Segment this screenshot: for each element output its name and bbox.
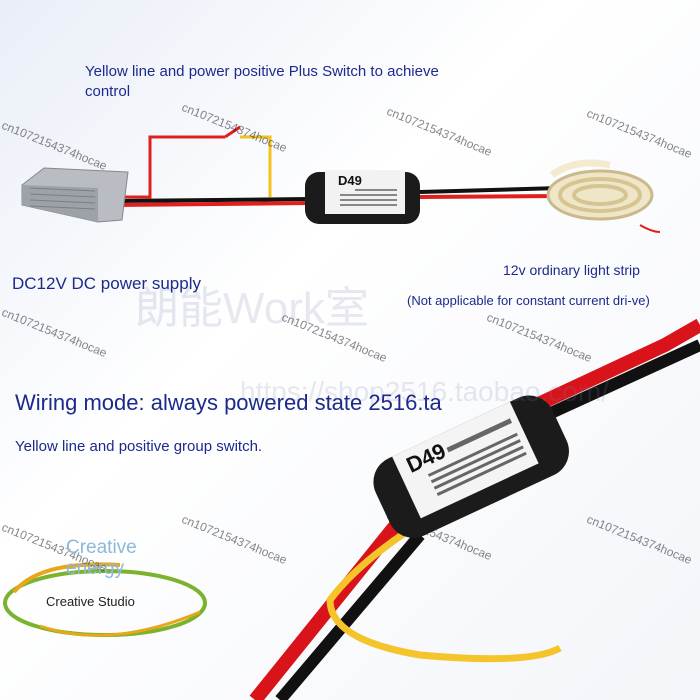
closeup-photo: D49 [249,318,700,700]
logo-studio: Creative Studio [46,594,135,609]
logo-line2: energy [66,558,125,579]
logo-line1: Creative [66,537,137,558]
power-supply-caption: DC12V DC power supply [12,274,201,293]
power-supply-unit [21,167,129,223]
black-wire-right [419,186,561,194]
watermark-brand: 朗能Work室 [135,284,369,333]
red-wire-switch-loop [120,135,225,199]
yellow-wire [240,135,272,197]
top-caption: Yellow line and power positive Plus Swit… [85,63,439,100]
yellow-switch-caption: Yellow line and positive group switch. [15,438,263,455]
controller-small-model: D49 [338,173,362,188]
watermark-url: https://shop2516.taobao.com/ [240,376,609,407]
red-wire-right [419,194,561,199]
controller-small: D49 [305,170,420,224]
top-wiring-diagram [119,125,561,207]
wiring-mode-heading: Wiring mode: always powered state 2516.t… [15,390,442,415]
switch-lever [224,125,241,139]
light-strip-caption: 12v ordinary light strip [503,262,640,278]
red-wire-left [119,201,311,207]
light-strip-reel [546,159,661,233]
not-applicable-note: (Not applicable for constant current dri… [407,293,650,308]
creative-studio-logo [3,562,207,637]
black-wire-left [119,197,311,203]
